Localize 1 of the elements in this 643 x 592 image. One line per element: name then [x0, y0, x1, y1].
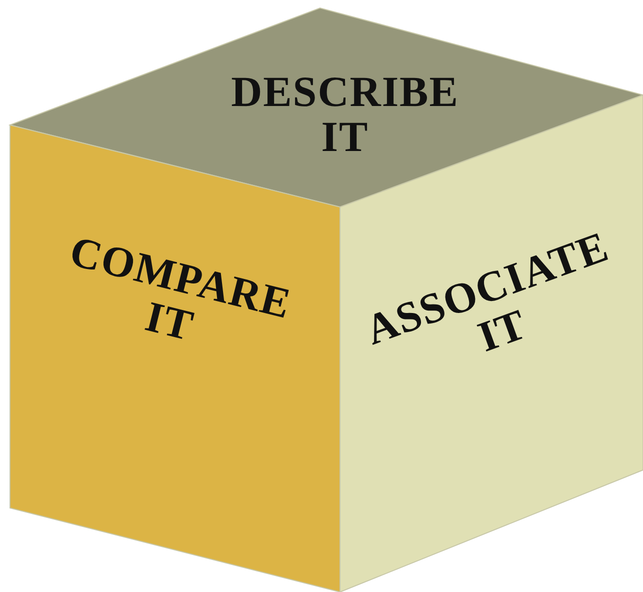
face-label: DESCRIBE IT — [230, 70, 460, 160]
